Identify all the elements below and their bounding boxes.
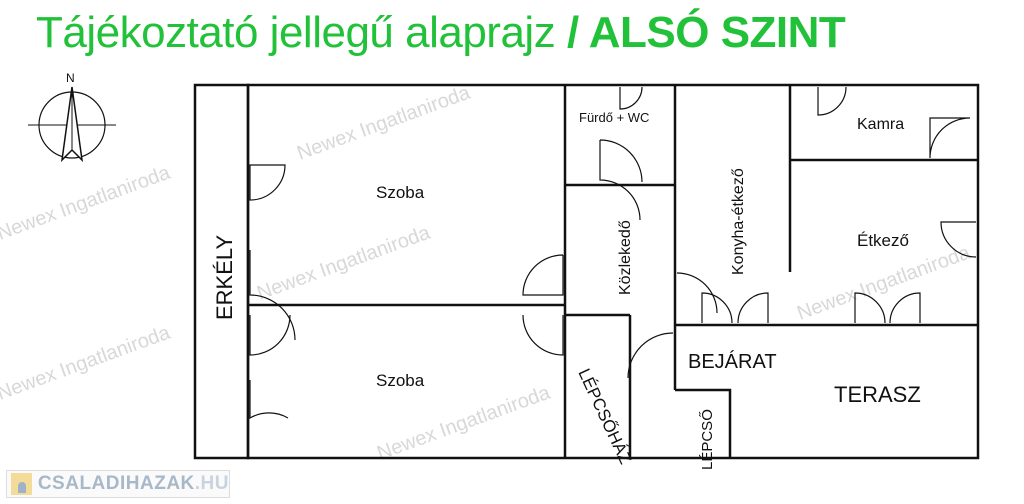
house-icon <box>11 473 32 495</box>
room-erkely: ERKÉLY <box>212 234 237 320</box>
room-lepcso: LÉPCSŐ <box>699 409 716 470</box>
doors <box>249 86 977 420</box>
watermark: Newex Ingatlaniroda <box>794 241 974 324</box>
room-konyha: Konyha-étkező <box>730 168 747 275</box>
compass-icon: N <box>28 71 116 163</box>
room-kozlekedo: Közlekedő <box>617 220 634 295</box>
watermark: Newex Ingatlaniroda <box>0 161 174 244</box>
room-bejarat: BEJÁRAT <box>688 350 777 373</box>
room-szoba-2: Szoba <box>376 371 425 390</box>
watermark: Newex Ingatlaniroda <box>374 381 554 464</box>
watermarks: Newex Ingatlaniroda Newex Ingatlaniroda … <box>0 81 974 464</box>
room-kamra: Kamra <box>857 116 904 133</box>
north-label: N <box>66 71 75 85</box>
room-lepcsohaz: LÉPCSŐHÁZ <box>574 366 635 467</box>
logo-text: CSALADIHAZAK.HU <box>37 473 229 494</box>
watermark: Newex Ingatlaniroda <box>254 221 434 304</box>
page-title: Tájékoztató jellegű alaprajz / ALSÓ SZIN… <box>36 8 846 58</box>
room-terasz: TERASZ <box>834 382 921 407</box>
site-logo[interactable]: CSALADIHAZAK.HU <box>6 470 230 498</box>
title-level: / ALSÓ SZINT <box>566 8 846 57</box>
watermark: Newex Ingatlaniroda <box>0 321 174 404</box>
room-etkezo: Étkező <box>857 231 909 250</box>
room-furdo: Fürdő + WC <box>579 110 649 125</box>
room-szoba-1: Szoba <box>376 183 425 202</box>
watermark: Newex Ingatlaniroda <box>294 81 474 164</box>
title-main: Tájékoztató jellegű alaprajz <box>36 8 556 57</box>
room-labels: ERKÉLY Szoba Szoba Fürdő + WC Közlekedő … <box>212 110 921 470</box>
